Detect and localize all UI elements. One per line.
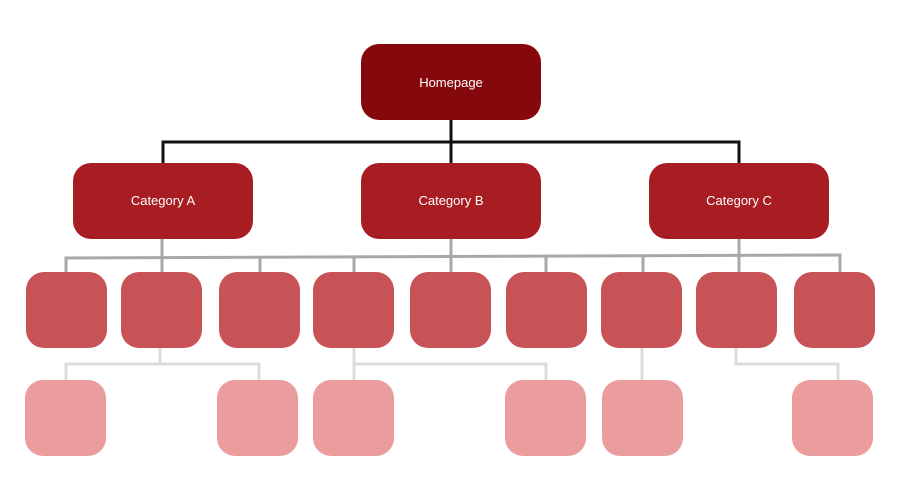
- category-b-box: [361, 163, 541, 239]
- homepage-box: [361, 44, 541, 120]
- category-c-node: Category C: [649, 163, 829, 239]
- connector-root-to-category-a: [161, 118, 453, 165]
- subcategory-node: [26, 272, 107, 348]
- category-b-label: Category B: [418, 193, 483, 208]
- category-c-box: [649, 163, 829, 239]
- category-a-label: Category A: [131, 193, 196, 208]
- category-a-node: Category A: [73, 163, 253, 239]
- subcategory-node: [506, 272, 587, 348]
- root-connectors: [161, 118, 741, 165]
- subcategory-node: [313, 272, 394, 348]
- page-node: [792, 380, 873, 456]
- subcategory-node: [219, 272, 300, 348]
- page-connectors: [64, 348, 840, 380]
- connector-subcategory-4-branch: [354, 362, 548, 380]
- category-a-box: [73, 163, 253, 239]
- page-node: [25, 380, 106, 456]
- page-node: [602, 380, 683, 456]
- subcategory-node: [410, 272, 491, 348]
- subcategory-node: [794, 272, 875, 348]
- subcategory-node: [121, 272, 202, 348]
- homepage-node: Homepage: [361, 44, 541, 120]
- homepage-label: Homepage: [419, 75, 483, 90]
- page-node: [217, 380, 298, 456]
- connector-subcategory-8-pages: [734, 348, 840, 380]
- page-node: [505, 380, 586, 456]
- connector-category-a-bus: [64, 253, 842, 272]
- page-node: [313, 380, 394, 456]
- subcategory-node: [696, 272, 777, 348]
- connector-root-to-category-c: [449, 140, 741, 165]
- subcategory-row: [26, 272, 875, 348]
- category-c-label: Category C: [706, 193, 772, 208]
- connector-subcategory-2-pages: [64, 362, 261, 380]
- page-row: [25, 380, 873, 456]
- category-b-node: Category B: [361, 163, 541, 239]
- subcategory-node: [601, 272, 682, 348]
- category-connectors: [64, 238, 842, 272]
